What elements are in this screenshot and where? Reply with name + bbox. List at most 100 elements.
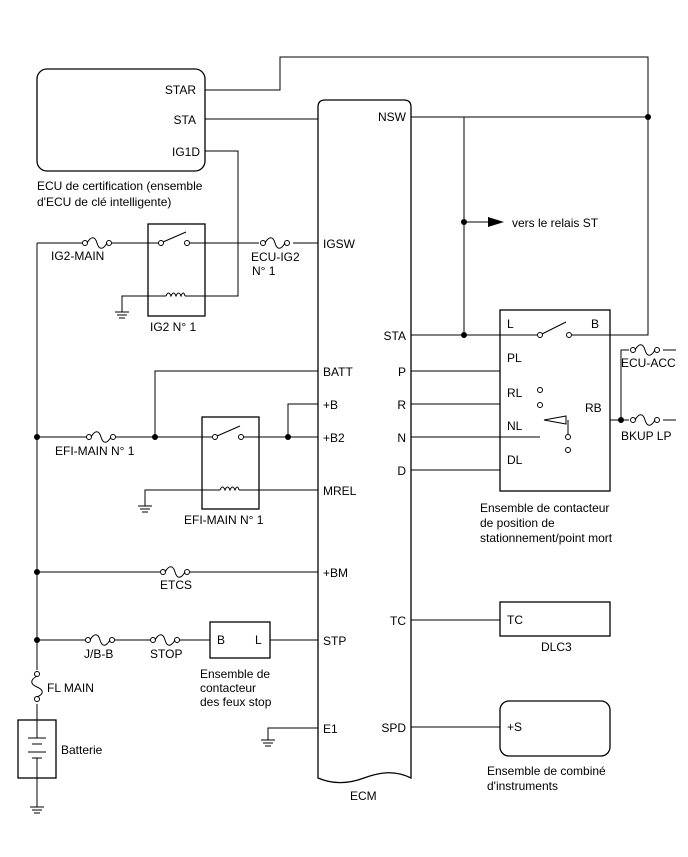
ig2-switch-arm	[162, 231, 187, 243]
park-lb-arm	[541, 321, 567, 335]
wire-e1	[267, 727, 318, 740]
efi-relay-label: EFI-MAIN N° 1	[184, 513, 264, 527]
certification-ecu-box	[36, 68, 206, 172]
stop-pin-l: L	[255, 633, 262, 647]
dlc3-pin-tc: TC	[507, 613, 523, 627]
ecm-pin-p: P	[398, 365, 406, 379]
battery: Batterie	[17, 719, 103, 779]
ecm-pin-batt: BATT	[323, 365, 353, 379]
fuse-ig2-main	[82, 237, 112, 249]
ig2-relay-box	[147, 223, 206, 317]
park-contact-r	[537, 402, 543, 408]
park-contact-n	[565, 434, 571, 440]
ig2-relay-label: IG2 N° 1	[150, 320, 196, 334]
dlc3-label: DLC3	[541, 640, 572, 654]
fuse-stop	[150, 634, 180, 646]
fuse-ecu-ig2-label-1: ECU-IG2	[251, 250, 300, 264]
fuses: IG2-MAIN ECU-IG2 N° 1 EFI-MAIN N° 1 ETCS	[31, 237, 676, 704]
fuse-ecu-acc	[629, 344, 663, 356]
fuse-jb-b	[85, 634, 115, 646]
cert-pin-star: STAR	[165, 83, 196, 97]
junction-sta	[461, 332, 467, 338]
efi-contact-a	[212, 434, 218, 440]
park-caption-1: Ensemble de contacteur	[480, 501, 609, 515]
park-pin-nl: NL	[507, 419, 523, 433]
meter-caption-1: Ensemble de combiné	[487, 764, 606, 778]
cert-pin-ig1d: IG1D	[172, 145, 200, 159]
ecm-pin-b: +B	[323, 398, 338, 412]
wire-efi-ground	[144, 489, 202, 506]
ig2-contact-a	[158, 240, 164, 246]
efi-coil	[219, 486, 240, 492]
ig2-relay: IG2 N° 1	[147, 223, 206, 334]
junctions	[34, 114, 651, 643]
ecm-box	[317, 99, 412, 784]
ig2-coil	[165, 292, 186, 298]
st-relay-note: vers le relais ST	[512, 216, 599, 230]
st-relay-arrow: vers le relais ST	[488, 216, 599, 230]
ecm-pin-sta: STA	[384, 329, 406, 343]
grounds	[30, 311, 275, 814]
fuse-ecu-ig2	[259, 237, 293, 249]
fuse-etcs	[160, 566, 190, 578]
ecm-pin-tc: TC	[390, 614, 406, 628]
park-caption-3: stationnement/point mort	[480, 531, 613, 545]
ecm: ECM IGSW BATT +B +B2 MREL +BM STP E1 NSW…	[317, 99, 412, 803]
wire-ig2-ground	[121, 295, 148, 312]
ecm-pin-nsw: NSW	[378, 110, 407, 124]
ground-icon-efi	[138, 505, 152, 513]
stop-pin-b: B	[217, 633, 225, 647]
park-pin-pl: PL	[507, 351, 522, 365]
ecm-pin-stp: STP	[323, 634, 346, 648]
fuse-fl-main	[31, 670, 43, 704]
park-wiper	[543, 415, 567, 425]
efi-switch-arm	[216, 425, 241, 437]
park-switch: L B PL RL NL DL RB Ensemble de contacteu…	[480, 309, 613, 545]
ground-icon-e1	[261, 739, 275, 747]
meter-box	[499, 700, 611, 757]
park-pin-rl: RL	[507, 386, 523, 400]
park-contact-d	[565, 447, 571, 453]
junction-st-relay	[461, 219, 467, 225]
stop-caption-3: des feux stop	[200, 695, 272, 709]
certification-ecu: STAR STA IG1D ECU de certification (ense…	[36, 68, 206, 209]
fuse-fl-main-label: FL MAIN	[47, 681, 94, 695]
efi-main-relay: EFI-MAIN N° 1	[184, 416, 264, 527]
ecm-pin-d: D	[397, 464, 406, 478]
meter-caption-2: d'instruments	[487, 779, 558, 793]
park-switch-box	[499, 309, 611, 492]
ecm-pin-mrel: MREL	[323, 484, 357, 498]
efi-relay-box	[201, 416, 260, 510]
cert-pin-sta: STA	[174, 113, 196, 127]
meter-pin-s: +S	[507, 720, 522, 734]
junction-bus-bm	[34, 569, 40, 575]
ecm-pin-n: N	[397, 431, 406, 445]
wire-batt	[154, 370, 318, 437]
ig2-contact-b	[184, 240, 190, 246]
park-n-leads	[500, 420, 569, 438]
wire-ig1d	[190, 150, 239, 297]
battery-icon	[28, 720, 46, 778]
fuse-efi-main	[86, 431, 116, 443]
park-pin-rb: RB	[585, 401, 602, 415]
park-pin-b: B	[591, 317, 599, 331]
ground-icon-battery	[30, 806, 44, 814]
stop-caption-2: contacteur	[200, 681, 256, 695]
junction-nsw	[645, 114, 651, 120]
ecm-pin-igsw: IGSW	[323, 237, 356, 251]
junction-bus-stp	[34, 637, 40, 643]
ecm-pin-b2: +B2	[323, 431, 345, 445]
cert-caption-2: d'ECU de clé intelligente)	[37, 195, 171, 209]
fuse-etcs-label: ETCS	[160, 578, 192, 592]
efi-contact-b	[238, 434, 244, 440]
wire-b	[287, 403, 318, 437]
park-pin-dl: DL	[507, 453, 523, 467]
combination-meter: +S Ensemble de combiné d'instruments	[487, 700, 611, 793]
park-caption-2: de position de	[480, 516, 555, 530]
dlc3: TC DLC3	[499, 601, 611, 654]
junction-rb	[618, 417, 624, 423]
park-pin-l: L	[507, 317, 514, 331]
fuse-efi-main-label: EFI-MAIN N° 1	[55, 444, 135, 458]
ecm-pin-spd: SPD	[381, 721, 406, 735]
